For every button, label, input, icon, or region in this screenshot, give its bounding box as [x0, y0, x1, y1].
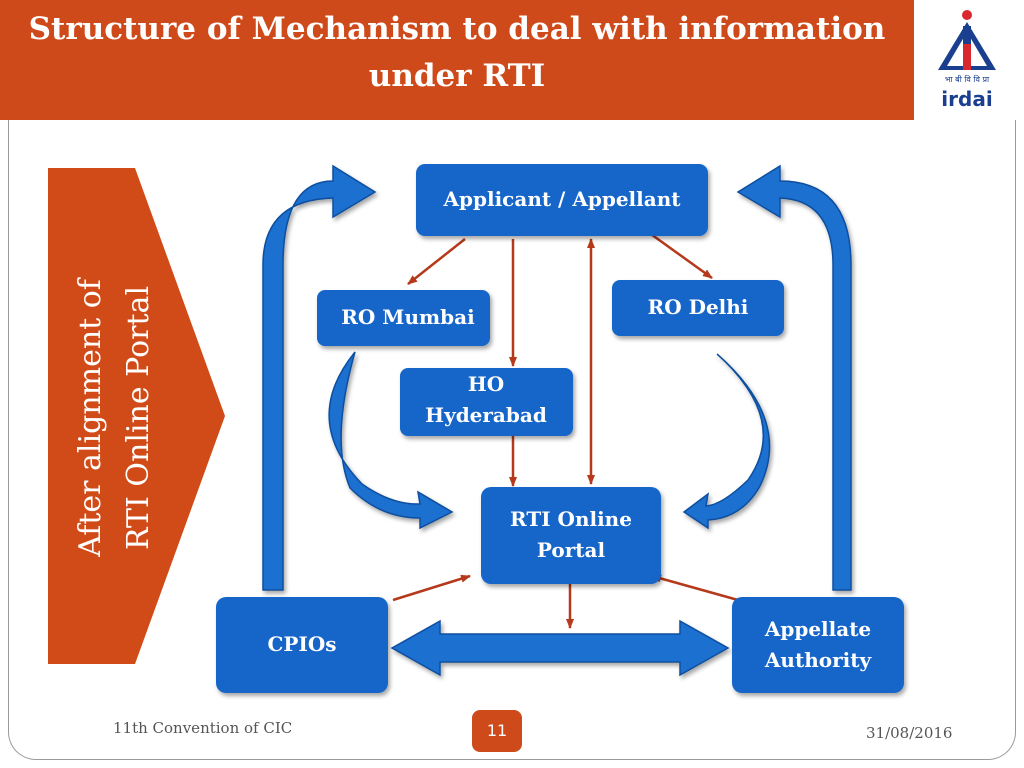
irdai-logo: भा बी वि वि प्रा irdai — [938, 10, 996, 111]
slide-frame — [8, 120, 1016, 760]
arrow-applicant-to-delhi — [647, 230, 713, 280]
portal-label-line-1: RTI Online — [510, 507, 632, 531]
ro-delhi-label: RO Delhi — [648, 295, 749, 319]
portal-label-line-2: Portal — [537, 538, 606, 562]
cpios-label: CPIOs — [268, 632, 337, 656]
ho-label-line-1: HO — [468, 372, 504, 396]
side-label-line-2: RTI Online Portal — [121, 286, 156, 550]
node-ho-hyderabad: HO Hyderabad — [400, 368, 573, 436]
red-flow-arrows — [392, 230, 739, 629]
node-ro-delhi: RO Delhi — [612, 280, 784, 336]
logo-wordmark: irdai — [941, 87, 992, 111]
node-appellate-authority: Appellate Authority — [732, 597, 904, 693]
right-return-arrow — [736, 164, 852, 591]
ho-label-line-2: Hyderabad — [425, 403, 547, 427]
node-ro-mumbai: RO Mumbai — [317, 290, 490, 346]
left-return-arrow — [262, 164, 377, 591]
node-applicant: Applicant / Appellant — [416, 164, 708, 236]
page-number: 11 — [472, 710, 522, 752]
arrow-cpios-to-portal — [392, 574, 471, 602]
appellate-label-line-1: Appellate — [764, 617, 871, 641]
appellate-label-line-2: Authority — [764, 648, 873, 672]
side-label-line-1: After alignment of — [73, 277, 108, 558]
slide-title: Structure of Mechanism to deal with info… — [0, 6, 914, 100]
applicant-label: Applicant / Appellant — [443, 187, 682, 211]
footer-convention: 11th Convention of CIC — [113, 719, 293, 737]
node-cpios: CPIOs — [216, 597, 388, 693]
cpios-appellate-double-arrow — [390, 619, 730, 677]
mumbai-curve-arrow — [328, 351, 454, 530]
title-banner: Structure of Mechanism to deal with info… — [0, 0, 914, 120]
footer-date: 31/08/2016 — [866, 724, 953, 742]
arrow-appellate-to-portal — [651, 574, 739, 602]
node-rti-online-portal: RTI Online Portal — [481, 487, 661, 584]
ro-mumbai-label: RO Mumbai — [341, 305, 475, 329]
arrow-applicant-to-mumbai — [407, 238, 466, 285]
delhi-curve-arrow — [682, 353, 771, 530]
side-chevron: After alignment of RTI Online Portal — [48, 168, 225, 664]
title-line-1: Structure of Mechanism to deal with info… — [28, 11, 886, 47]
title-line-2: under RTI — [368, 58, 546, 94]
logo-hindi-text: भा बी वि वि प्रा — [945, 74, 990, 84]
